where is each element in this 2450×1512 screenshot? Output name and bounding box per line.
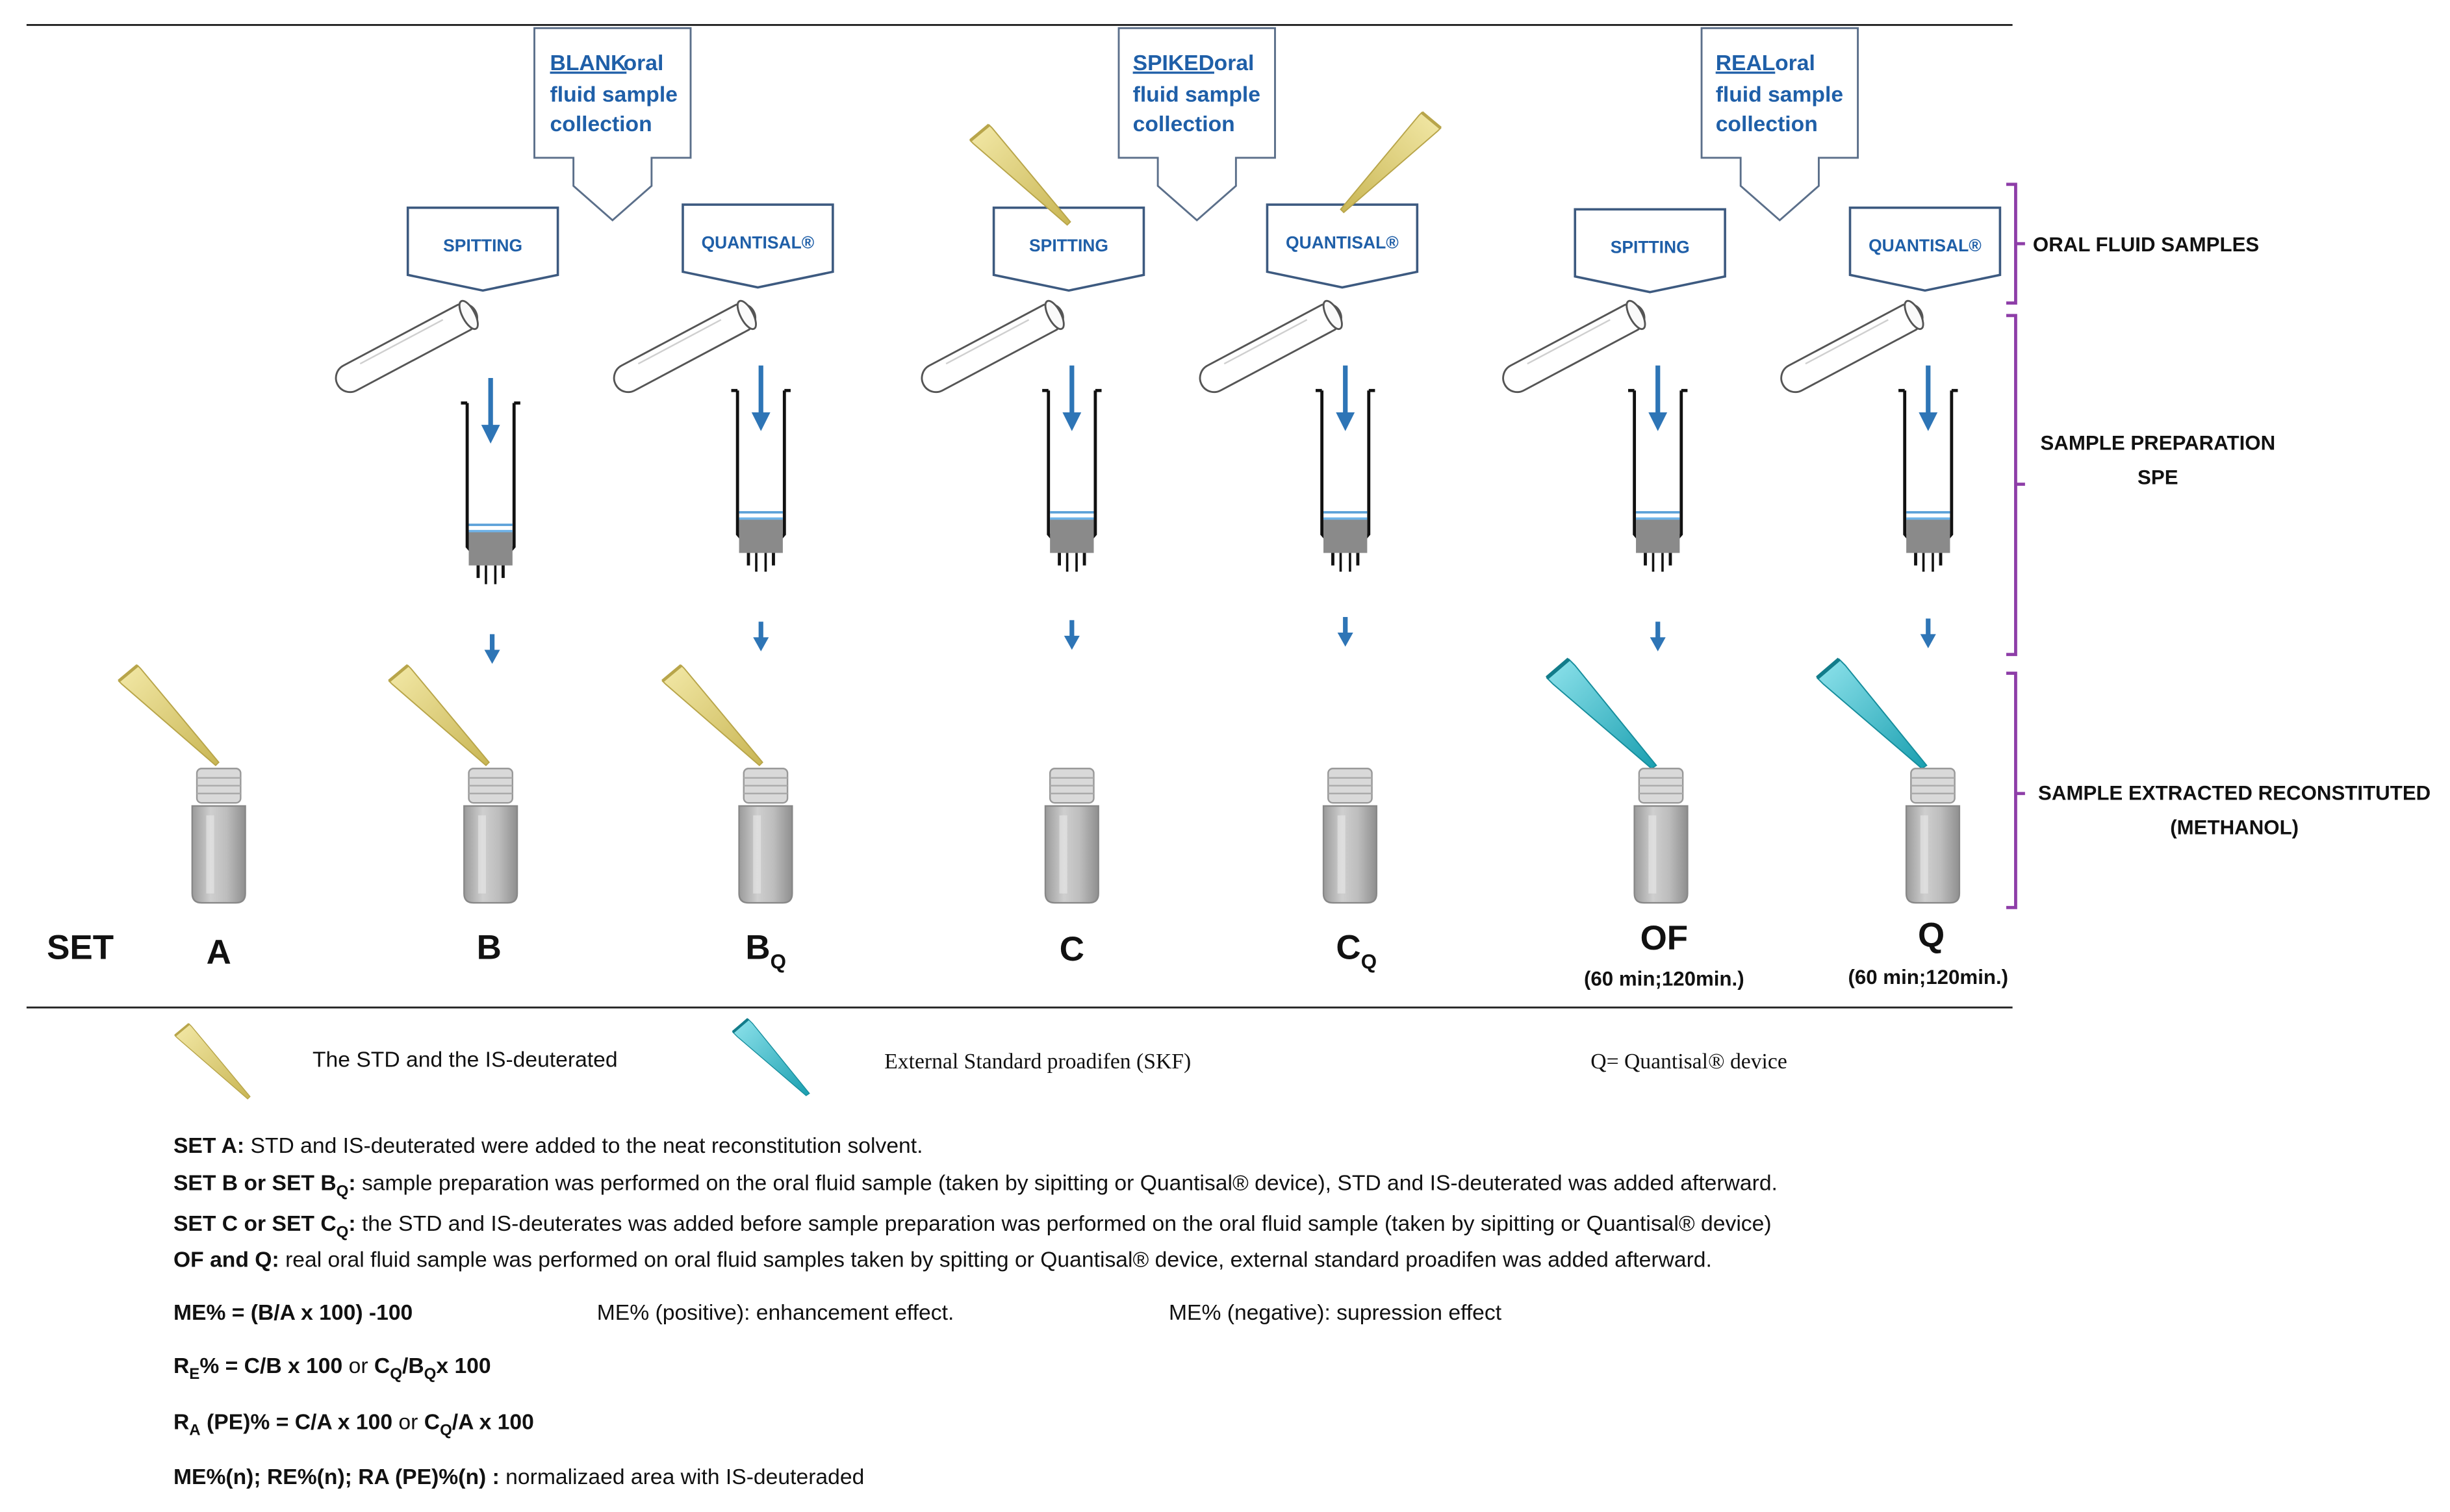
method-badge-6: QUANTISAL® xyxy=(1848,207,2002,292)
collection-box-blank: BLANK oral fluid sample collection xyxy=(533,27,692,222)
note-set-b-text: sample preparation was performed on the … xyxy=(361,1170,1778,1195)
set-q-time: (60 min;120min.) xyxy=(1848,966,2008,989)
method-badge-4: QUANTISAL® xyxy=(1266,203,1419,289)
formula-ra-a: R xyxy=(173,1409,190,1434)
note-set-c-bold-sub: Q xyxy=(336,1224,349,1242)
formula-re-e: x 100 xyxy=(436,1352,491,1378)
formula-ra-c: C xyxy=(424,1409,440,1434)
legend-std: The STD and the IS-deuterated xyxy=(313,1048,618,1072)
method-badge-1: SPITTING xyxy=(406,207,559,292)
note-set-b-bold-a: SET B or SET B xyxy=(173,1170,337,1195)
note-set-b-bold-b: : xyxy=(348,1170,356,1195)
collection-spiked-highlight: SPIKED xyxy=(1133,51,1214,75)
stage-oral-fluid: ORAL FLUID SAMPLES xyxy=(2033,233,2259,256)
method-label-4: QUANTISAL® xyxy=(1286,233,1399,252)
formula-ra-or: or xyxy=(398,1409,418,1434)
note-set-b: SET B or SET BQ: sample preparation was … xyxy=(173,1170,1778,1201)
set-c: C xyxy=(1060,930,1084,968)
method-label-5: SPITTING xyxy=(1611,238,1690,257)
method-badge-2: QUANTISAL® xyxy=(682,203,834,289)
formula-re-c-sub: Q xyxy=(390,1366,402,1384)
note-set-c: SET C or SET CQ: the STD and IS-deuterat… xyxy=(173,1211,1772,1242)
note-set-c-bold-a: SET C or SET C xyxy=(173,1210,337,1236)
formula-me-positive: ME% (positive): enhancement effect. xyxy=(596,1299,954,1325)
legend-q: Q= Quantisal® device xyxy=(1590,1050,1787,1074)
stage-bracket-prep xyxy=(2006,314,2025,657)
formula-re-b: % = C/B x 100 xyxy=(199,1352,343,1378)
formula-ra: RA (PE)% = C/A x 100 or CQ/A x 100 xyxy=(173,1409,534,1440)
set-of-time: (60 min;120min.) xyxy=(1584,968,1744,990)
formula-me-text: ME% = (B/A x 100) -100 xyxy=(173,1299,413,1325)
collection-real-rest: oral xyxy=(1775,51,1815,75)
collection-real-line2: fluid sample xyxy=(1716,82,1843,107)
formula-ra-b: (PE)% = C/A x 100 xyxy=(207,1409,393,1434)
formula-re-d: /B xyxy=(402,1352,424,1378)
collection-spiked-line2: fluid sample xyxy=(1133,82,1260,107)
method-label-2: QUANTISAL® xyxy=(702,233,815,252)
formula-ra-d: /A x 100 xyxy=(452,1409,534,1434)
collection-box-spiked: SPIKED oral fluid sample collection xyxy=(1117,27,1276,222)
note-set-b-bold-sub: Q xyxy=(336,1183,349,1201)
collection-blank-rest: oral xyxy=(624,51,664,75)
set-q: Q xyxy=(1918,916,1945,954)
collection-blank-highlight: BLANK xyxy=(550,51,627,75)
method-label-6: QUANTISAL® xyxy=(1869,236,1982,255)
formula-normalized-bold: ME%(n); RE%(n); RA (PE)%(n) : xyxy=(173,1463,500,1489)
collection-spiked-rest: oral xyxy=(1214,51,1255,75)
set-bq-sub: Q xyxy=(771,950,786,973)
formula-ra-c-sub: Q xyxy=(440,1422,452,1440)
formula-re-a: R xyxy=(173,1352,190,1378)
stage-prep-line2: SPE xyxy=(2137,466,2178,489)
set-cq-main: C xyxy=(1336,929,1360,967)
formula-re-c: C xyxy=(374,1352,390,1378)
formula-normalized: ME%(n); RE%(n); RA (PE)%(n) : normalizae… xyxy=(173,1463,864,1488)
formula-normalized-text: normalizaed area with IS-deuteraded xyxy=(505,1463,865,1489)
formula-ra-sub: A xyxy=(189,1422,201,1440)
method-badge-3: SPITTING xyxy=(992,207,1145,292)
collection-real-line3: collection xyxy=(1716,112,1818,136)
note-set-c-bold-b: : xyxy=(348,1210,356,1236)
set-label: SET xyxy=(47,929,114,967)
stage-bracket-extracted xyxy=(2006,672,2025,909)
method-label-3: SPITTING xyxy=(1029,236,1108,255)
stage-extracted-line2: (METHANOL) xyxy=(2170,816,2299,838)
method-badge-5: SPITTING xyxy=(1574,208,1726,294)
note-set-a-bold: SET A: xyxy=(173,1132,245,1158)
stage-bracket-oral xyxy=(2006,183,2025,305)
note-set-c-text: the STD and IS-deuterates was added befo… xyxy=(361,1210,1772,1236)
set-a: A xyxy=(207,933,231,972)
collection-spiked-line3: collection xyxy=(1133,112,1235,136)
note-of-q-text: real oral fluid sample was performed on … xyxy=(285,1246,1712,1272)
set-bq-main: B xyxy=(745,929,770,967)
stage-extracted-line1: SAMPLE EXTRACTED RECONSTITUTED xyxy=(2038,781,2431,804)
set-b: B xyxy=(477,929,502,967)
collection-real-highlight: REAL xyxy=(1716,51,1776,75)
formula-re: RE% = C/B x 100 or CQ/BQx 100 xyxy=(173,1353,491,1384)
set-cq-sub: Q xyxy=(1361,950,1377,973)
note-of-q-bold: OF and Q: xyxy=(173,1246,279,1272)
formula-me: ME% = (B/A x 100) -100 xyxy=(173,1300,413,1324)
formula-re-sub: E xyxy=(189,1366,200,1384)
legend-ext: External Standard proadifen (SKF) xyxy=(884,1050,1191,1074)
formula-re-d-sub: Q xyxy=(424,1366,437,1384)
formula-re-or: or xyxy=(348,1352,368,1378)
stage-prep-line1: SAMPLE PREPARATION xyxy=(2040,432,2275,455)
note-of-q: OF and Q: real oral fluid sample was per… xyxy=(173,1246,1712,1271)
formula-me-negative: ME% (negative): supression effect xyxy=(1168,1299,1502,1325)
note-set-a-text: STD and IS-deuterated were added to the … xyxy=(250,1132,923,1158)
set-of: OF xyxy=(1640,919,1688,957)
method-label-1: SPITTING xyxy=(443,236,522,255)
note-set-a: SET A: STD and IS-deuterated were added … xyxy=(173,1133,923,1157)
collection-blank-line2: fluid sample xyxy=(550,82,678,107)
collection-blank-line3: collection xyxy=(550,112,652,136)
collection-box-real: REAL oral fluid sample collection xyxy=(1700,27,1859,222)
